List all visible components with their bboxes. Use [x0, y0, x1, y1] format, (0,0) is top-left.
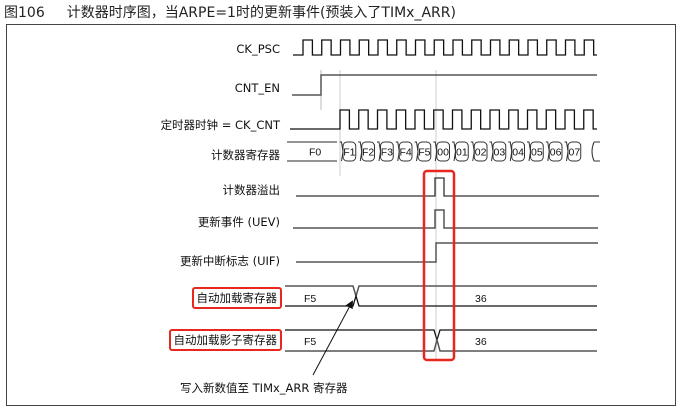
counter-value: F2	[362, 147, 374, 159]
counter-cell	[436, 141, 450, 162]
counter-value: 04	[512, 147, 524, 159]
label-counter-register: 计数器寄存器	[211, 148, 280, 162]
ck-cnt-waveform	[290, 109, 597, 130]
ck-psc-waveform	[293, 39, 597, 56]
counter-cell	[511, 141, 525, 162]
counter-value: F1	[343, 147, 355, 159]
arr-value-before: F5	[304, 293, 316, 305]
arr-top-line	[285, 285, 597, 299]
counter-cell	[567, 141, 582, 162]
counter-cell	[455, 141, 469, 162]
overflow-waveform	[296, 177, 599, 197]
counter-cell	[398, 141, 413, 162]
figure-number: 图106	[4, 5, 45, 21]
shadow-top-line	[285, 329, 597, 343]
counter-cell-edge	[395, 141, 400, 162]
counter-cell-edge	[433, 141, 438, 162]
counter-cell	[342, 141, 357, 162]
counter-cell-edge	[470, 141, 475, 162]
counter-cell-edge	[339, 141, 344, 162]
counter-cell	[548, 141, 563, 162]
label-uif: 更新中断标志 (UIF)	[179, 254, 280, 268]
label-ck-psc: CK_PSC	[236, 42, 280, 56]
counter-value: 06	[550, 147, 562, 159]
arr-bottom-line	[285, 293, 597, 307]
counter-value: 05	[531, 147, 543, 159]
uev-waveform	[293, 209, 598, 229]
counter-cell-edge	[414, 141, 419, 162]
counter-value: 02	[475, 147, 487, 159]
cnt-en-waveform	[292, 74, 597, 96]
counter-cell-partial	[591, 141, 600, 162]
label-counter-overflow: 计数器溢出	[222, 183, 281, 197]
counter-cell	[417, 141, 432, 162]
counter-cell	[492, 141, 507, 162]
counter-cell-edge	[377, 141, 382, 162]
label-arr-register: 自动加载寄存器	[191, 287, 282, 309]
shadow-bottom-line	[285, 337, 597, 352]
counter-cell-edge	[489, 141, 494, 162]
label-arr-shadow-register: 自动加载影子寄存器	[168, 329, 282, 351]
counter-cell	[361, 141, 375, 162]
counter-value: 07	[569, 147, 581, 159]
label-cnt-en: CNT_EN	[234, 81, 280, 95]
counter-cell-edge	[358, 141, 363, 162]
diagram-frame	[6, 24, 676, 406]
counter-cell	[380, 141, 394, 162]
arr-value-after: 36	[475, 293, 487, 305]
counter-cell-edge	[545, 141, 550, 162]
shadow-value-before: F5	[304, 336, 316, 348]
update-event-highlight	[422, 169, 456, 362]
counter-value: F0	[309, 147, 321, 159]
counter-value: 00	[437, 147, 449, 159]
counter-cell-edge	[564, 141, 569, 162]
uif-waveform	[296, 242, 598, 263]
label-ck-cnt: 定时器时钟 = CK_CNT	[160, 118, 280, 132]
counter-value: 03	[494, 147, 506, 159]
counter-cell-edge	[527, 141, 532, 162]
counter-value: 01	[456, 147, 468, 159]
shadow-value-after: 36	[475, 336, 487, 348]
figure-title: 图106 计数器时序图，当ARPE=1时的更新事件(预装入了TIMx_ARR)	[4, 2, 456, 22]
counter-cell-edge	[452, 141, 457, 162]
arrow-icon	[312, 300, 353, 376]
annotation-write-arr: 写入新数值至 TIMx_ARR 寄存器	[180, 381, 348, 395]
counter-value: F5	[418, 147, 430, 159]
label-uev: 更新事件 (UEV)	[197, 215, 280, 229]
counter-cell	[473, 141, 488, 162]
counter-value: F4	[399, 147, 411, 159]
counter-cell-edge	[508, 141, 513, 162]
counter-cell	[530, 141, 544, 162]
figure-caption: 计数器时序图，当ARPE=1时的更新事件(预装入了TIMx_ARR)	[66, 5, 456, 21]
counter-value: F3	[381, 147, 393, 159]
